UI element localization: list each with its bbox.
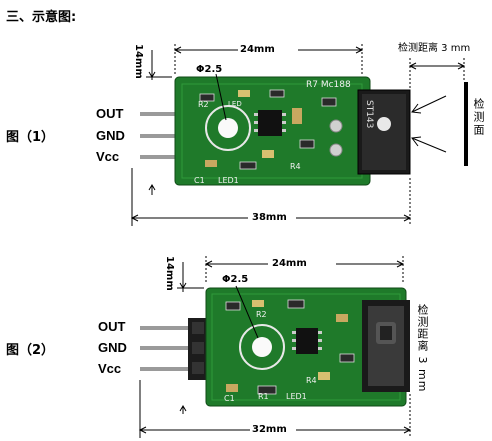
fig2-sensor: [362, 300, 410, 392]
fig1-hole-label: Φ2.5: [196, 64, 223, 75]
fig1-dim-height: [146, 50, 172, 195]
fig2-hole-leader: [235, 285, 259, 339]
fig2-header-pins: [140, 318, 208, 380]
fig1-silk-r2: R2: [198, 100, 209, 109]
figure-1-label: 图（1）: [6, 130, 55, 145]
fig1-silk-c1: C1: [194, 176, 205, 185]
fig1-silk-r4: R4: [290, 162, 301, 171]
fig2-pcb-board: [205, 287, 407, 407]
fig1-height-label: 14mm: [133, 44, 144, 79]
fig2-height-label: 14mm: [164, 256, 175, 291]
fig1-sensor-st143: [357, 89, 411, 175]
figure-2-label: 图（2）: [6, 343, 55, 358]
fig1-pin-out: OUT: [96, 106, 124, 121]
fig1-silk-chip: ST143: [364, 100, 374, 129]
fig1-ir-arrows: [411, 95, 447, 153]
fig2-pin-out: OUT: [98, 319, 126, 334]
fig2-silk-r1: R1: [258, 392, 269, 401]
fig1-detection-surface: [464, 82, 468, 166]
fig2-total-label: 32mm: [252, 424, 287, 435]
fig1-dim-distance: [408, 58, 466, 90]
fig1-silk-led: LED: [228, 100, 242, 108]
fig1-dim-total: [130, 168, 412, 226]
fig2-dim-width: [204, 256, 405, 284]
fig1-total-label: 38mm: [252, 212, 287, 223]
fig2-silk-c1: C1: [224, 394, 235, 403]
fig1-dim-width: [173, 44, 364, 74]
fig1-silk-model: R7 Mc188: [306, 80, 351, 90]
section-title: 三、示意图:: [6, 10, 77, 25]
fig1-surface-label: 检测面: [472, 98, 485, 137]
fig1-width-label: 24mm: [240, 44, 275, 55]
fig2-pin-vcc: Vcc: [98, 361, 122, 376]
fig1-distance-label: 检测距离 3 mm: [398, 43, 471, 54]
fig2-width-label: 24mm: [272, 258, 307, 269]
fig1-pin-gnd: GND: [96, 128, 125, 143]
fig2-dim-height: [177, 262, 204, 414]
fig1-pin-vcc: Vcc: [96, 149, 120, 164]
fig2-pin-gnd: GND: [98, 340, 127, 355]
fig2-silk-r4: R4: [306, 376, 317, 385]
fig2-dim-total: [138, 380, 412, 438]
fig2-hole-label: Φ2.5: [222, 274, 249, 285]
fig1-pcb-board: [174, 76, 371, 186]
fig2-silk-r2: R2: [256, 310, 267, 319]
fig1-hole-leader: [215, 73, 227, 121]
fig2-distance-label: 检测距离 3 mm: [416, 304, 429, 393]
fig1-silk-led1: LED1: [218, 176, 239, 185]
fig2-silk-led1: LED1: [286, 392, 307, 401]
